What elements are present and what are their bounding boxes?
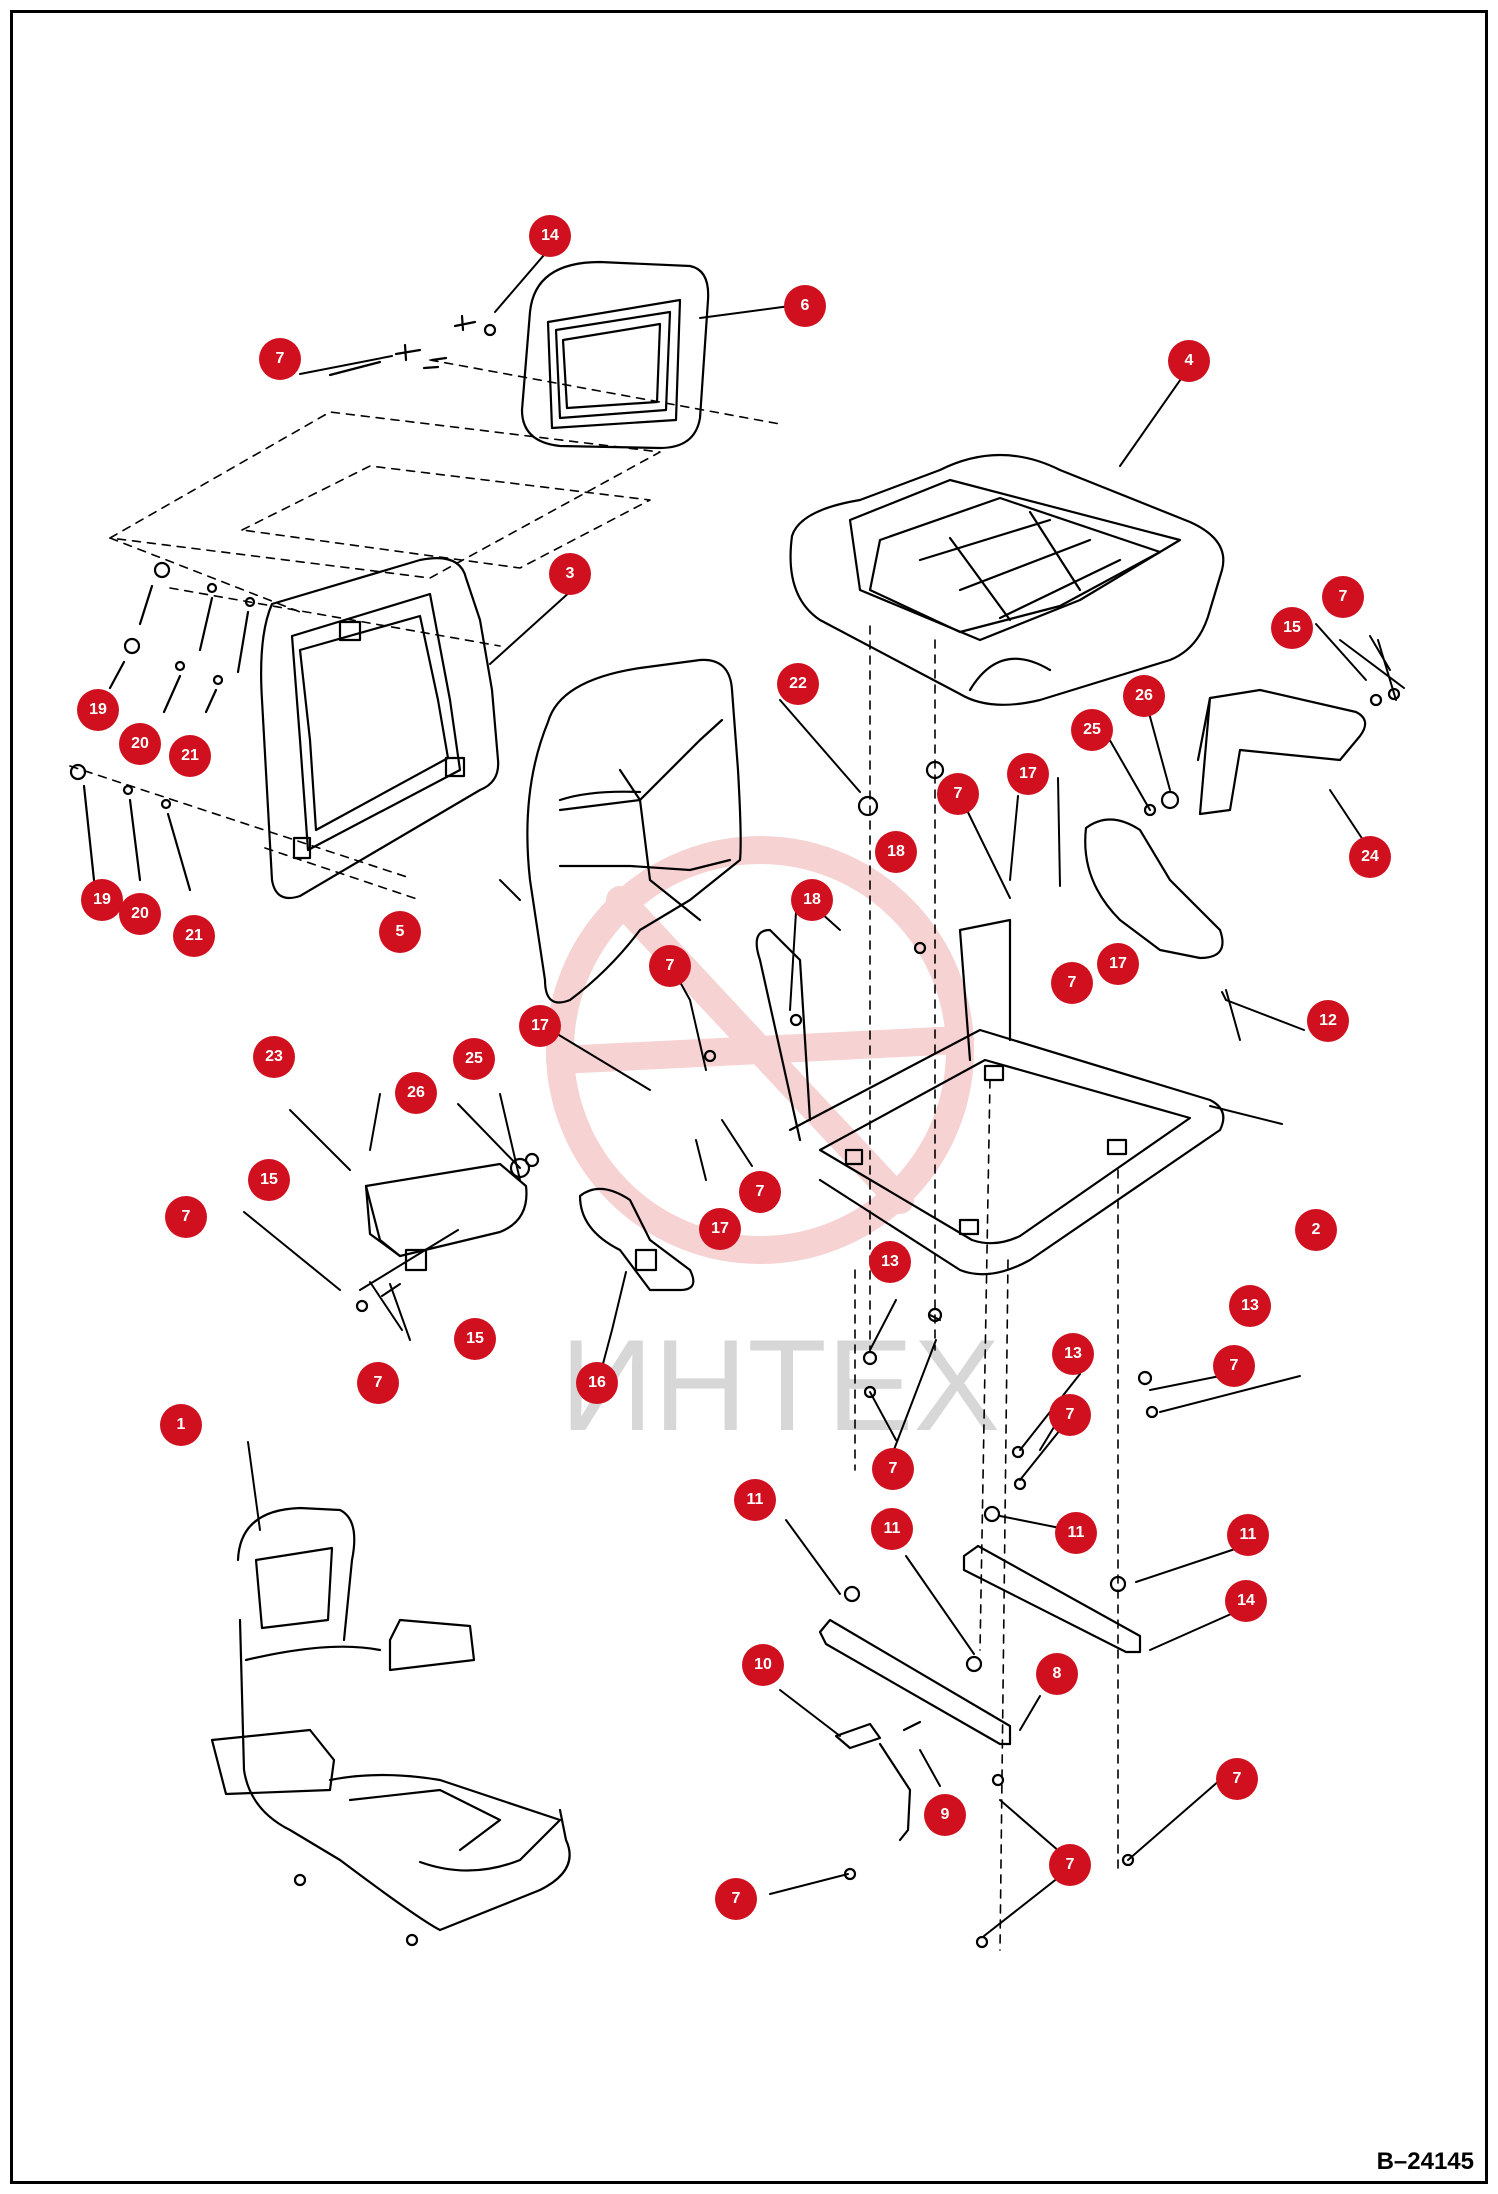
callout-marker[interactable]: 5 [379,911,421,953]
callout-marker[interactable]: 23 [253,1036,295,1078]
callout-marker[interactable]: 8 [1036,1653,1078,1695]
callout-marker[interactable]: 2 [1295,1209,1337,1251]
headrest-bolts [328,314,497,377]
side-bracket-left [578,1187,695,1292]
fasteners [355,687,1401,1949]
callout-marker[interactable]: 7 [937,773,979,815]
callout-marker[interactable]: 17 [519,1005,561,1047]
leader-lines [243,247,1405,1937]
callout-marker[interactable]: 21 [173,915,215,957]
callout-marker[interactable]: 7 [259,338,301,380]
callout-marker[interactable]: 20 [119,723,161,765]
callout-marker[interactable]: 7 [1049,1844,1091,1886]
callout-marker[interactable]: 7 [1213,1345,1255,1387]
assembled-seat [210,1506,571,1947]
callout-marker[interactable]: 9 [924,1794,966,1836]
callout-marker[interactable]: 11 [1227,1514,1269,1556]
callout-marker[interactable]: 13 [1229,1285,1271,1327]
callout-marker[interactable]: 17 [699,1208,741,1250]
drawing-reference-number: B–24145 [1376,2148,1474,2175]
callout-marker[interactable]: 1 [160,1404,202,1446]
callout-marker[interactable]: 7 [1216,1758,1258,1800]
callout-marker[interactable]: 13 [1052,1333,1094,1375]
callout-marker[interactable]: 19 [81,879,123,921]
callout-marker[interactable]: 24 [1349,836,1391,878]
callout-marker[interactable]: 6 [784,285,826,327]
back-shell-fasteners [69,561,256,892]
callout-marker[interactable]: 26 [1123,675,1165,717]
callout-marker[interactable]: 4 [1168,340,1210,382]
callout-marker[interactable]: 11 [1055,1512,1097,1554]
callout-marker[interactable]: 22 [777,663,819,705]
alignment-dashes [69,359,781,901]
callout-marker[interactable]: 19 [77,689,119,731]
callout-marker[interactable]: 7 [872,1448,914,1490]
callout-marker[interactable]: 13 [869,1241,911,1283]
callout-marker[interactable]: 14 [529,215,571,257]
seat-back-cushion [526,658,742,1004]
callout-marker[interactable]: 11 [871,1508,913,1550]
callout-marker[interactable]: 25 [453,1038,495,1080]
callout-marker[interactable]: 11 [734,1479,776,1521]
armrest-right [1196,688,1367,816]
callout-marker[interactable]: 15 [1271,607,1313,649]
armrest-left [364,1162,528,1272]
callout-marker[interactable]: 7 [1049,1394,1091,1436]
callout-marker[interactable]: 7 [1051,962,1093,1004]
callout-marker[interactable]: 10 [742,1644,784,1686]
callout-marker[interactable]: 18 [791,879,833,921]
assembly-dash-lines [854,625,1119,1951]
callout-marker[interactable]: 3 [549,553,591,595]
slide-rails [818,1544,1142,1746]
callout-marker[interactable]: 25 [1071,709,1113,751]
side-bracket-right [1084,818,1224,960]
callout-marker[interactable]: 12 [1307,1000,1349,1042]
callout-marker[interactable]: 18 [875,831,917,873]
callout-marker[interactable]: 7 [739,1171,781,1213]
callout-marker[interactable]: 7 [649,945,691,987]
callout-marker[interactable]: 26 [395,1072,437,1114]
callout-marker[interactable]: 17 [1007,753,1049,795]
callout-marker[interactable]: 21 [169,735,211,777]
callout-marker[interactable]: 7 [165,1196,207,1238]
seat-back-shell [260,557,500,900]
callout-marker[interactable]: 7 [715,1878,757,1920]
callout-marker[interactable]: 15 [454,1318,496,1360]
drawing-frame [10,10,1488,2184]
release-lever [834,1720,922,1842]
callout-marker[interactable]: 15 [248,1159,290,1201]
callout-marker[interactable]: 7 [357,1362,399,1404]
callout-marker[interactable]: 17 [1097,943,1139,985]
watermark-text: ИНТЕХ [560,1312,1000,1458]
callout-marker[interactable]: 16 [576,1362,618,1404]
seat-cushion [789,453,1225,706]
seat-pan [755,918,1225,1276]
callout-marker[interactable]: 7 [1322,576,1364,618]
callout-marker[interactable]: 20 [119,893,161,935]
callout-marker[interactable]: 14 [1225,1580,1267,1622]
